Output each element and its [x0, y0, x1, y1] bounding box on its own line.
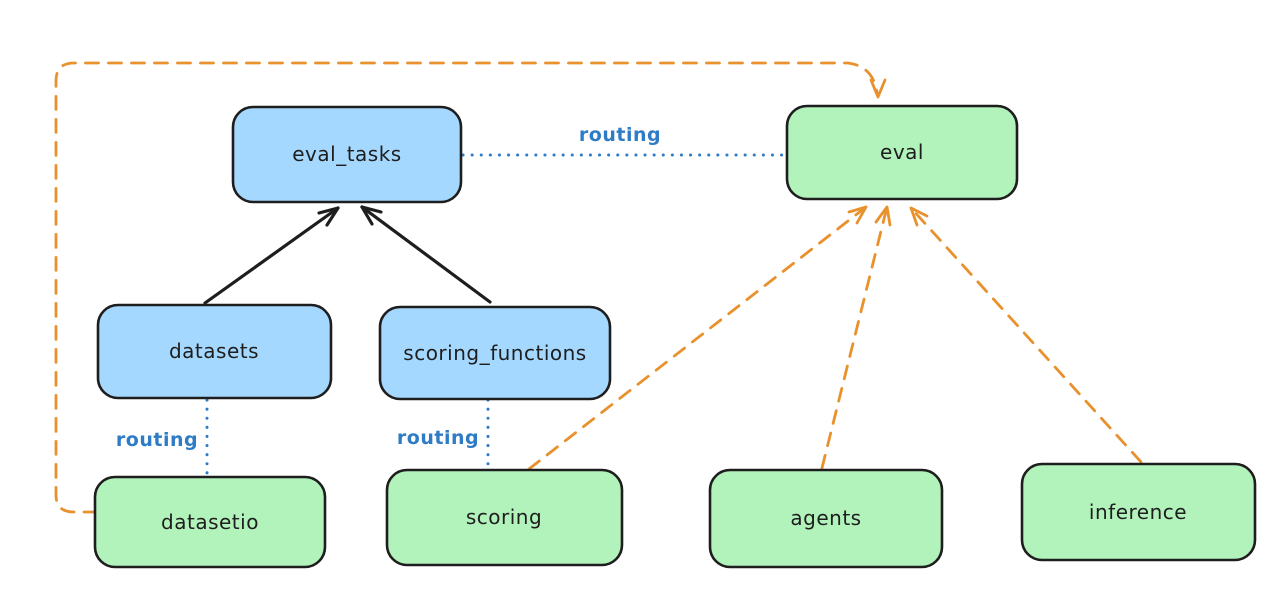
node-scoring-functions: scoring_functions	[378, 305, 612, 401]
edge-inference-eval-path	[909, 206, 1143, 464]
node-agents: agents	[708, 468, 944, 569]
node-datasetio-box	[93, 475, 327, 569]
edge-inference-eval-arrowhead	[909, 206, 929, 227]
edge-datasets-eval-tasks	[203, 206, 340, 305]
edge-datasetio-eval	[54, 61, 887, 514]
node-eval-tasks-box	[231, 105, 463, 204]
node-inference-label: inference	[1089, 500, 1187, 524]
node-eval-box	[785, 104, 1019, 201]
node-scoring-functions-box	[378, 305, 612, 401]
edge-scoring-eval	[527, 205, 868, 471]
node-datasets-box	[96, 303, 333, 400]
node-inference: inference	[1020, 462, 1257, 562]
edge-scoring-eval-arrowhead	[847, 205, 868, 225]
edge-datasetio-eval-path	[54, 61, 880, 514]
edge-label-routing-top: routing	[579, 124, 661, 146]
node-scoring-functions-label: scoring_functions	[403, 341, 586, 365]
edge-inference-eval	[909, 206, 1143, 464]
edge-label-routing-middle: routing	[397, 427, 479, 449]
edge-datasetio-eval-arrowhead	[869, 78, 887, 99]
node-datasetio-label: datasetio	[161, 510, 259, 534]
node-eval-tasks-label: eval_tasks	[292, 142, 401, 166]
edge-scoring-functions-eval-tasks-arrowhead	[360, 205, 383, 226]
edge-scoring-functions-eval-tasks	[360, 205, 492, 304]
node-inference-box	[1020, 462, 1257, 562]
node-scoring-label: scoring	[466, 505, 542, 529]
node-datasetio: datasetio	[93, 475, 327, 569]
node-scoring-box	[385, 468, 624, 567]
edge-datasets-eval-tasks-path	[203, 206, 340, 305]
node-scoring: scoring	[385, 468, 624, 567]
edge-label-routing-left: routing	[116, 429, 198, 451]
node-eval: eval	[785, 104, 1019, 201]
edge-agents-eval-path	[820, 205, 889, 470]
edge-scoring-eval-path	[527, 205, 868, 471]
edge-agents-eval-arrowhead	[874, 205, 892, 227]
edge-agents-eval	[820, 205, 892, 470]
node-eval-label: eval	[880, 140, 924, 164]
node-eval-tasks: eval_tasks	[231, 105, 463, 204]
node-datasets: datasets	[96, 303, 333, 400]
node-agents-label: agents	[790, 506, 861, 530]
edge-scoring-functions-eval-tasks-path	[360, 205, 492, 304]
edge-datasets-eval-tasks-arrowhead	[317, 206, 340, 227]
node-agents-box	[708, 468, 944, 569]
node-datasets-label: datasets	[169, 339, 259, 363]
